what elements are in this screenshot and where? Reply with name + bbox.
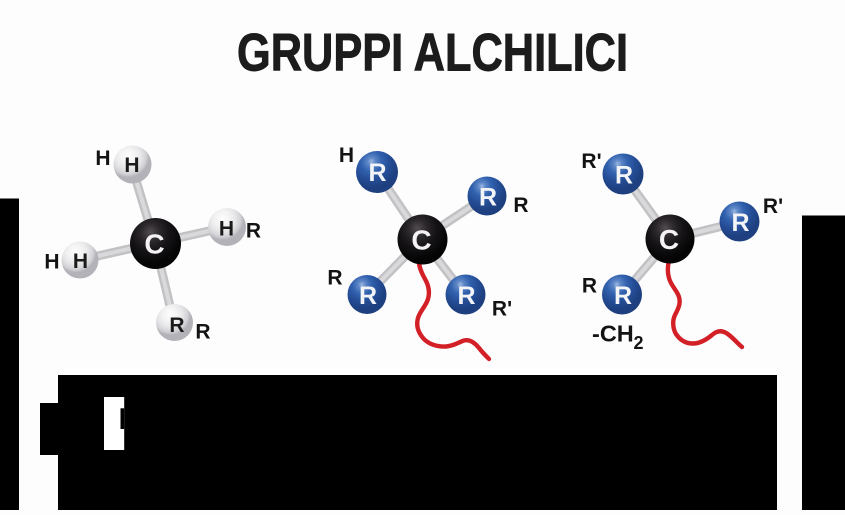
svg-text:R: R <box>368 159 386 187</box>
svg-text:R: R <box>479 184 497 212</box>
svg-text:R': R' <box>581 150 601 173</box>
svg-text:R: R <box>457 282 475 310</box>
svg-text:R: R <box>246 220 261 243</box>
svg-text:GRUPPI ALCHILICI: GRUPPI ALCHILICI <box>237 24 628 83</box>
svg-text:R: R <box>582 275 597 298</box>
svg-text:R: R <box>615 162 633 190</box>
svg-text:R: R <box>195 321 210 344</box>
svg-text:R: R <box>731 209 749 237</box>
svg-text:H: H <box>73 250 88 273</box>
svg-text:H: H <box>219 218 234 241</box>
svg-text:R: R <box>327 267 342 290</box>
svg-text:R': R' <box>492 298 512 321</box>
svg-text:H: H <box>339 144 354 167</box>
svg-text:R: R <box>169 314 184 337</box>
svg-text:H: H <box>124 154 139 177</box>
svg-text:R': R' <box>763 195 783 218</box>
svg-text:H: H <box>44 251 59 274</box>
svg-text:C: C <box>659 224 679 255</box>
svg-text:R: R <box>513 194 528 217</box>
svg-text:R: R <box>614 282 632 310</box>
svg-text:-CH: -CH <box>592 321 634 347</box>
svg-text:C: C <box>144 229 164 260</box>
svg-text:2: 2 <box>634 333 644 353</box>
svg-text:R: R <box>359 282 377 310</box>
svg-text:C: C <box>411 225 431 256</box>
svg-text:H: H <box>95 147 110 170</box>
